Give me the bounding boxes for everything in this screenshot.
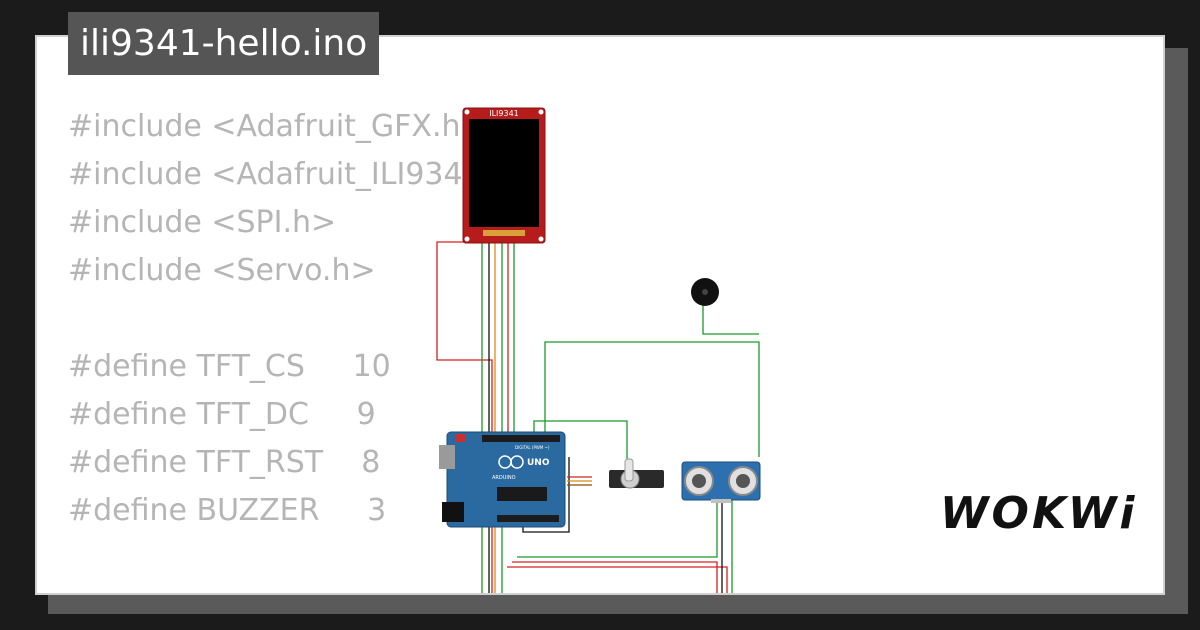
- arduino-model: UNO: [527, 458, 550, 468]
- code-line: #define TRIG_PIN 6: [68, 583, 535, 593]
- buzzer[interactable]: [691, 278, 719, 306]
- code-line: #define TFT_DC 9: [68, 397, 376, 432]
- code-line: #include <Adafruit_GFX.h>: [68, 109, 486, 144]
- wokwi-logo: WOKWi: [940, 488, 1138, 539]
- file-name-tab: ili9341-hello.ino: [68, 12, 380, 75]
- project-card: #include <Adafruit_GFX.h> #include <Adaf…: [35, 35, 1165, 595]
- wires: [436, 241, 760, 593]
- code-line: #include <Servo.h>: [68, 253, 376, 288]
- ultrasonic-sensor[interactable]: [681, 461, 761, 503]
- circuit-diagram: ILI9341 ARDUINO UNO DIGITAL (PWM ~): [436, 107, 761, 593]
- arduino-uno[interactable]: ARDUINO UNO DIGITAL (PWM ~): [439, 431, 566, 528]
- code-line: #define TFT_RST 8: [68, 445, 381, 480]
- code-preview: #include <Adafruit_GFX.h> #include <Adaf…: [68, 103, 535, 593]
- servo-motor[interactable]: [609, 458, 664, 489]
- code-line: #define BUZZER 3: [68, 493, 387, 528]
- arduino-brand: ARDUINO: [492, 475, 516, 481]
- ili9341-display[interactable]: ILI9341: [462, 107, 546, 244]
- code-line: #include <SPI.h>: [68, 205, 337, 240]
- display-label: ILI9341: [489, 109, 519, 118]
- arduino-header-label: DIGITAL (PWM ~): [515, 445, 550, 450]
- code-line: #define TFT_CS 10: [68, 349, 391, 384]
